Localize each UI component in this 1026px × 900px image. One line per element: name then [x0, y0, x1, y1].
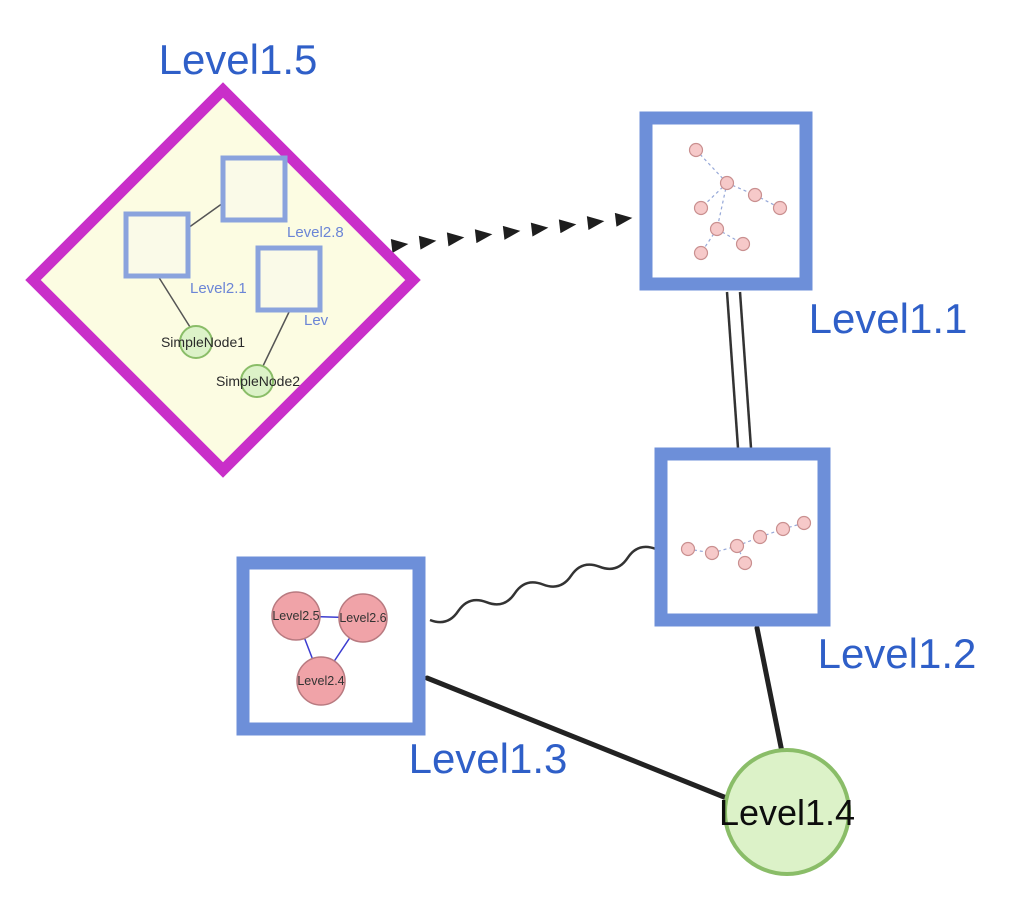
edge-level28-level21[interactable] — [187, 202, 224, 229]
node-lev[interactable] — [255, 245, 323, 313]
node-level1-2[interactable]: Level1.2 — [654, 447, 977, 677]
mini-node — [737, 555, 753, 571]
node-level2-5[interactable] — [271, 591, 321, 641]
level1-1-thumbnail-graph — [688, 142, 788, 261]
node-level2-1[interactable] — [123, 211, 191, 279]
node-level1-2-frame[interactable] — [654, 447, 831, 627]
mini-node — [688, 142, 704, 158]
diamond-shape[interactable] — [25, 82, 421, 478]
node-level1-5[interactable]: Level1.5 Level2.8 Level2.1 Lev SimpleNod… — [25, 36, 421, 478]
mini-node — [704, 545, 720, 561]
edge-level13-level14[interactable] — [424, 675, 732, 802]
node-level1-4-label: Level1.4 — [719, 792, 855, 833]
node-simplenode2[interactable] — [240, 364, 274, 398]
node-level1-5-label: Level1.5 — [159, 36, 318, 83]
node-level2-1-label: Level2.1 — [190, 280, 247, 297]
mini-node — [693, 245, 709, 261]
mini-node — [775, 521, 791, 537]
mini-node — [709, 221, 725, 237]
node-level1-1-frame[interactable] — [639, 111, 813, 291]
node-level2-5-label: Level2.5 — [272, 609, 319, 623]
node-level1-2-label: Level1.2 — [818, 630, 977, 677]
node-level2-8-label: Level2.8 — [287, 224, 344, 241]
mini-node — [719, 175, 735, 191]
edge-level12-level14[interactable] — [754, 625, 785, 755]
double-edge-line-1[interactable] — [725, 291, 740, 449]
mini-node — [680, 541, 696, 557]
node-level1-1-label: Level1.1 — [809, 295, 968, 342]
double-edge-line-2[interactable] — [738, 291, 753, 449]
edge-level15-level11[interactable] — [390, 212, 633, 253]
mini-node — [729, 538, 745, 554]
mini-node — [796, 515, 812, 531]
mini-node — [747, 187, 763, 203]
node-level2-8[interactable] — [220, 155, 288, 223]
node-simplenode1-label: SimpleNode1 — [161, 334, 245, 350]
node-lev-label: Lev — [304, 312, 329, 329]
node-level1-3-label: Level1.3 — [409, 735, 568, 782]
dashed-arrowheads-edge[interactable] — [390, 212, 633, 253]
node-level2-4[interactable] — [296, 656, 346, 706]
node-level1-3[interactable]: Level2.5 Level2.6 Level2.4 Level1.3 — [236, 556, 568, 782]
mini-node — [772, 200, 788, 216]
node-level2-4-label: Level2.4 — [297, 674, 344, 688]
edge-lev-simplenode2[interactable] — [262, 309, 291, 367]
mini-node — [693, 200, 709, 216]
node-simplenode2-label: SimpleNode2 — [216, 373, 300, 389]
edge-level13-level12-wavy[interactable] — [429, 545, 657, 624]
node-simplenode1[interactable] — [179, 325, 213, 359]
node-level1-3-frame[interactable] — [236, 556, 426, 736]
edge-level21-simplenode1[interactable] — [157, 275, 191, 328]
node-level1-4[interactable]: Level1.4 — [719, 748, 855, 876]
mini-node — [735, 236, 751, 252]
node-level2-6-label: Level2.6 — [339, 611, 386, 625]
node-level1-4-circle[interactable] — [723, 748, 851, 876]
node-level2-6[interactable] — [338, 593, 388, 643]
level1-2-thumbnail-graph — [680, 515, 812, 571]
node-level1-1[interactable]: Level1.1 — [639, 111, 968, 342]
mini-node — [752, 529, 768, 545]
edge-level11-level12[interactable] — [725, 291, 753, 449]
